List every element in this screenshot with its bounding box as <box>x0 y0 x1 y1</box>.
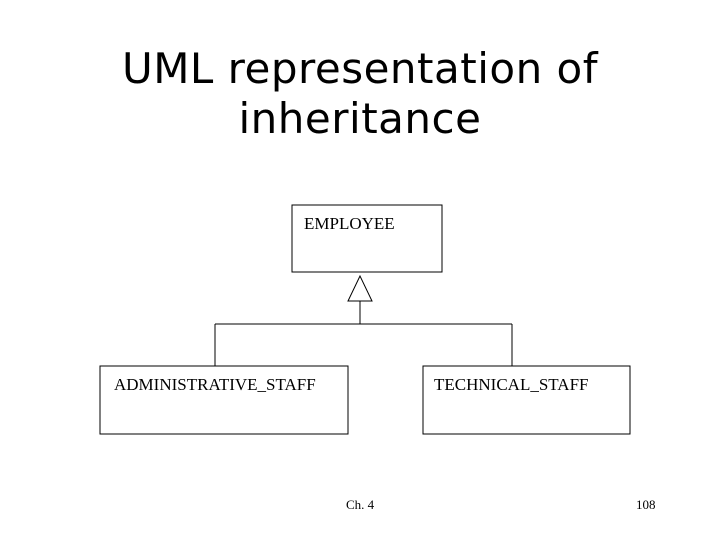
administrative-staff-class-name: ADMINISTRATIVE_STAFF <box>114 375 316 394</box>
technical-staff-class-box <box>422 365 631 435</box>
footer-page-number: 108 <box>636 497 656 512</box>
footer-chapter: Ch. 4 <box>346 497 375 512</box>
slide-title-line-2: inheritance <box>238 94 482 143</box>
technical-staff-class-name: TECHNICAL_STAFF <box>434 375 589 394</box>
administrative-staff-class-box <box>99 365 349 435</box>
slide-title: UML representation of inheritance <box>0 44 720 144</box>
employee-class-box <box>291 204 443 273</box>
slide-title-line-1: UML representation of <box>121 44 599 93</box>
employee-class-name: EMPLOYEE <box>304 214 395 233</box>
generalization-arrow <box>347 274 373 302</box>
